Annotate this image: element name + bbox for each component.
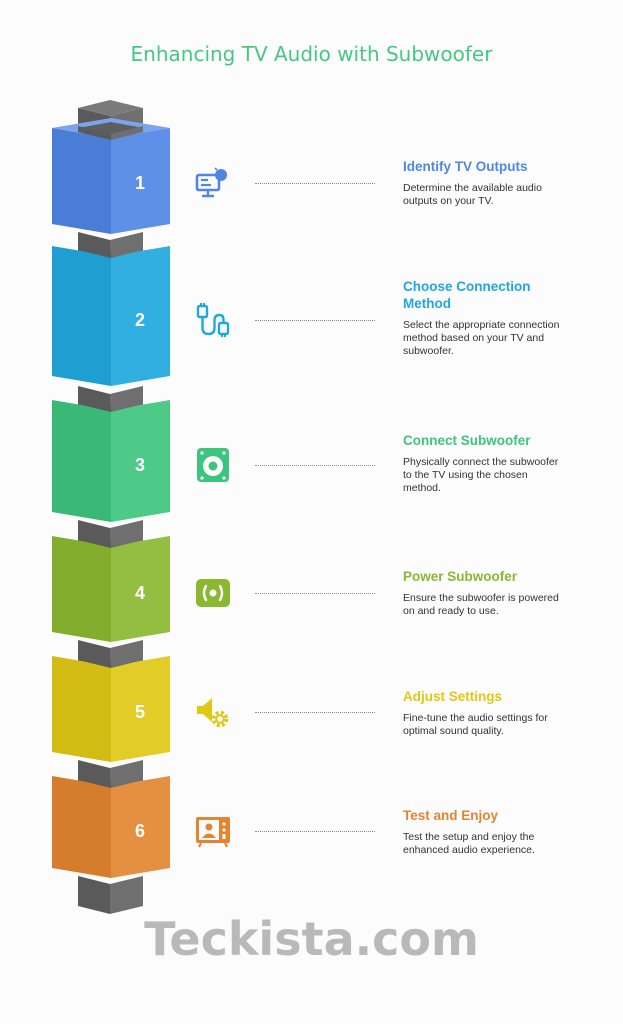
step-number: 4 <box>135 583 145 603</box>
cube-left-face <box>52 776 111 878</box>
dotted-connector <box>255 465 375 466</box>
cube-left-face <box>52 536 111 642</box>
speaker-icon <box>193 445 233 485</box>
rod-slot-left <box>78 126 111 140</box>
dotted-connector <box>255 183 375 184</box>
rod-slot-left <box>78 654 111 668</box>
sound-settings-icon <box>193 692 233 732</box>
rod-slot-right <box>111 244 143 258</box>
step-description: Ensure the subwoofer is powered on and r… <box>403 592 559 617</box>
dotted-connector <box>255 320 375 321</box>
step-number: 1 <box>135 173 145 193</box>
step-number: 5 <box>135 702 145 722</box>
cube-left-face <box>52 656 111 762</box>
step-cube-3: 3 <box>52 398 170 522</box>
step-number: 3 <box>135 455 145 475</box>
dotted-connector <box>255 593 375 594</box>
step-description: Determine the available audio outputs on… <box>403 182 542 207</box>
cube-right-face <box>111 128 170 234</box>
step-title: Test and Enjoy <box>403 808 499 823</box>
cable-connector-icon <box>193 300 233 340</box>
rod-slot-left <box>78 774 111 788</box>
diagram-title: Enhancing TV Audio with Subwoofer <box>130 42 493 66</box>
rod-slot-left <box>78 534 111 548</box>
tv-user-icon <box>193 811 233 851</box>
tv-audio-icon <box>193 163 233 203</box>
step-cube-1: 1 <box>52 118 170 234</box>
watermark: Teckista.com <box>144 912 479 966</box>
dotted-connector <box>255 831 375 832</box>
step-description: Test the setup and enjoy the enhanced au… <box>403 831 535 856</box>
step-title: Power Subwoofer <box>403 569 518 584</box>
rod-slot-right <box>111 534 143 548</box>
rod-slot-left <box>78 244 111 258</box>
dotted-connector <box>255 712 375 713</box>
step-title: Adjust Settings <box>403 689 503 704</box>
step-description: Select the appropriate connection method… <box>403 319 560 357</box>
step-description: Physically connect the subwoofer to the … <box>403 456 559 494</box>
step-cube-4: 4 <box>52 534 170 642</box>
power-signal-icon <box>193 573 233 613</box>
step-tower: 1 2 3 4 5 6 <box>52 100 170 914</box>
cube-left-face <box>52 246 111 386</box>
step-title: Identify TV Outputs <box>403 159 528 174</box>
cube-right-face <box>111 776 170 878</box>
step-cube-5: 5 <box>52 654 170 762</box>
rod-slot-right <box>111 774 143 788</box>
step-number: 2 <box>135 310 145 330</box>
cube-left-face <box>52 400 111 522</box>
rod-slot-left <box>78 398 111 412</box>
step-number: 6 <box>135 821 145 841</box>
step-description: Fine-tune the audio settings for optimal… <box>403 712 548 737</box>
step-title: Connect Subwoofer <box>403 433 531 448</box>
cube-left-face <box>52 128 111 234</box>
cube-right-face <box>111 246 170 386</box>
rod-slot-right <box>111 654 143 668</box>
rod-slot-right <box>111 126 143 140</box>
step-cube-2: 2 <box>52 244 170 386</box>
step-title: Choose Connection Method <box>403 279 531 311</box>
step-cube-6: 6 <box>52 774 170 878</box>
cube-right-face <box>111 536 170 642</box>
step-cubes: 1 2 3 4 5 6 <box>52 118 170 878</box>
rod-slot-right <box>111 398 143 412</box>
cube-right-face <box>111 400 170 522</box>
cube-right-face <box>111 656 170 762</box>
